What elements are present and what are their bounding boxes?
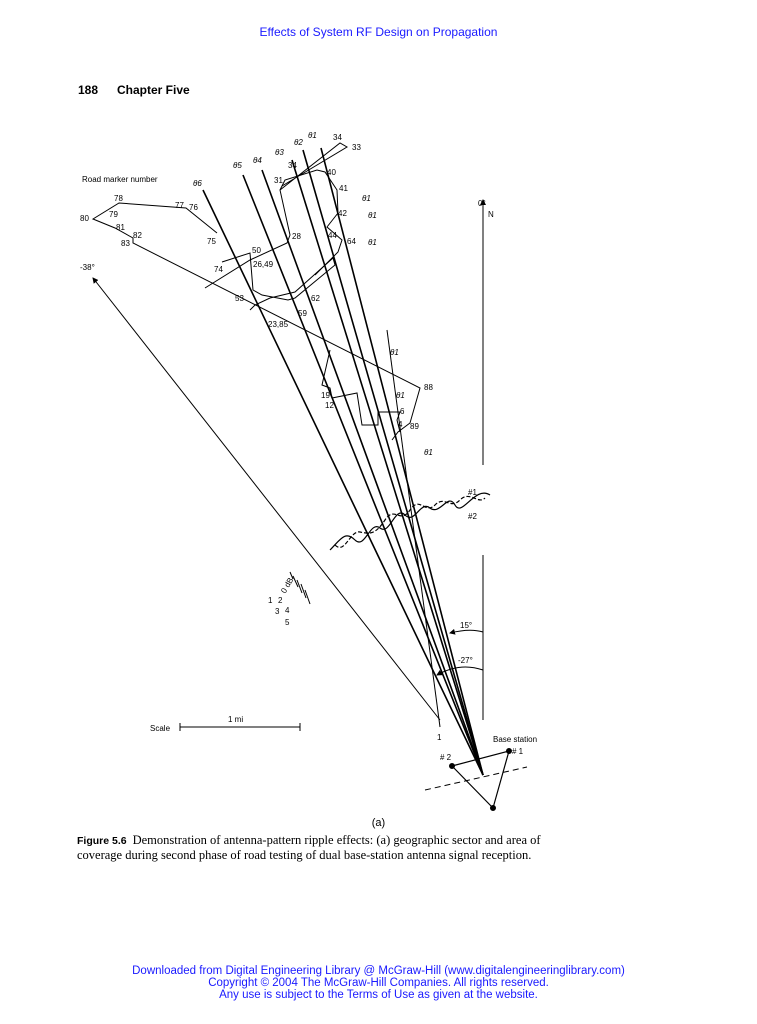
svg-text:75: 75 <box>207 237 216 246</box>
base-dot <box>490 805 496 811</box>
theta1-label-e: θ1 <box>396 391 405 400</box>
road-markers: 78 79 80 81 82 83 77 76 75 74 50 26,49 5… <box>80 133 433 431</box>
boundary-neg38-line <box>92 277 441 721</box>
db-scale-ticks <box>289 571 311 605</box>
antenna-rays <box>202 147 484 776</box>
theta5-label: θ5 <box>233 161 242 170</box>
base-station-label: Base station <box>493 735 537 744</box>
curve-2-label: #2 <box>468 512 477 521</box>
svg-text:34: 34 <box>333 133 342 142</box>
svg-text:59: 59 <box>298 309 307 318</box>
svg-text:33: 33 <box>352 143 361 152</box>
marker-1-label: 1 <box>437 733 442 742</box>
svg-text:34: 34 <box>288 161 297 170</box>
db-2-label: 2 <box>278 596 283 605</box>
svg-text:31: 31 <box>274 176 283 185</box>
svg-text:12: 12 <box>325 401 334 410</box>
db-4-label: 4 <box>285 606 290 615</box>
mile-label: 1 mi <box>228 715 243 724</box>
road-branch-4 <box>321 349 401 433</box>
svg-text:44: 44 <box>328 231 337 240</box>
angle-neg27-label: -27° <box>458 656 473 665</box>
road-branch-3 <box>221 252 336 311</box>
curve-1-label: #1 <box>468 488 477 497</box>
theta1-label-f: θ1 <box>424 448 433 457</box>
theta6-label: θ6 <box>193 179 202 188</box>
svg-text:28: 28 <box>292 232 301 241</box>
theta3-label: θ3 <box>275 148 284 157</box>
scale-label: Scale <box>150 724 171 733</box>
svg-text:88: 88 <box>424 383 433 392</box>
angle-15-label: 15° <box>460 621 472 630</box>
ray-theta2 <box>302 149 484 776</box>
antenna-1-dot <box>506 748 512 754</box>
caption-text: Demonstration of antenna-pattern ripple … <box>77 833 541 862</box>
svg-text:19: 19 <box>321 391 330 400</box>
page-number: 188 <box>78 83 99 97</box>
base-station-triangle <box>451 750 510 810</box>
svg-text:74: 74 <box>214 265 223 274</box>
ray-theta5 <box>242 174 484 776</box>
footer-download-link[interactable]: Downloaded from Digital Engineering Libr… <box>132 965 625 977</box>
dashed-baseline <box>424 766 528 791</box>
north-label: N <box>488 210 494 219</box>
svg-text:4: 4 <box>398 420 403 429</box>
ripple-curve-2 <box>334 495 486 548</box>
antenna-2-dot <box>449 763 455 769</box>
svg-text:64: 64 <box>347 237 356 246</box>
ray-theta1 <box>320 147 484 776</box>
svg-text:50: 50 <box>252 246 261 255</box>
road-branch-2 <box>279 142 348 191</box>
figure-subcaption: (a) <box>371 817 386 829</box>
ray-theta3 <box>291 159 484 776</box>
svg-text:81: 81 <box>116 223 125 232</box>
svg-text:83: 83 <box>121 239 130 248</box>
figure-number: Figure 5.6 <box>77 835 127 847</box>
db-5-label: 5 <box>285 618 290 627</box>
theta1-label-b: θ1 <box>368 211 377 220</box>
marker-1-line <box>386 329 441 728</box>
chapter-title: Chapter Five <box>117 83 190 97</box>
svg-text:53: 53 <box>235 294 244 303</box>
svg-text:79: 79 <box>109 210 118 219</box>
footer: Downloaded from Digital Engineering Libr… <box>0 965 757 1001</box>
arc-15deg <box>449 628 484 635</box>
theta1-label-d: θ1 <box>390 348 399 357</box>
running-header: Effects of System RF Design on Propagati… <box>259 25 498 39</box>
ray-theta4 <box>261 169 484 776</box>
footer-copyright: Copyright © 2004 The McGraw-Hill Compani… <box>208 977 549 989</box>
svg-text:6: 6 <box>400 407 405 416</box>
theta1-label-c: θ1 <box>368 238 377 247</box>
road-branch <box>204 169 343 289</box>
svg-text:82: 82 <box>133 231 142 240</box>
arc-neg27deg <box>436 666 484 676</box>
footer-terms-link[interactable]: Any use is subject to the Terms of Use a… <box>219 989 538 1001</box>
svg-text:23,85: 23,85 <box>268 320 289 329</box>
svg-text:89: 89 <box>410 422 419 431</box>
svg-text:62: 62 <box>311 294 320 303</box>
neg38-label: -38° <box>80 263 95 272</box>
svg-text:41: 41 <box>339 184 348 193</box>
antenna-1-label: # 1 <box>512 747 524 756</box>
svg-text:40: 40 <box>327 168 336 177</box>
svg-text:76: 76 <box>189 203 198 212</box>
theta2-label: θ2 <box>294 138 303 147</box>
ray-theta6 <box>202 189 484 776</box>
db-3-label: 3 <box>275 607 280 616</box>
north-degree-label: 0° <box>478 199 486 208</box>
svg-text:26,49: 26,49 <box>253 260 274 269</box>
theta1-label: θ1 <box>308 131 317 140</box>
svg-text:77: 77 <box>175 201 184 210</box>
svg-text:42: 42 <box>338 209 347 218</box>
road-marker-label: Road marker number <box>82 175 158 184</box>
svg-text:78: 78 <box>114 194 123 203</box>
theta4-label: θ4 <box>253 156 262 165</box>
svg-text:80: 80 <box>80 214 89 223</box>
antenna-2-label: # 2 <box>440 753 452 762</box>
db-1-label: 1 <box>268 596 273 605</box>
road-outline <box>91 202 421 441</box>
theta1-label-a: θ1 <box>362 194 371 203</box>
